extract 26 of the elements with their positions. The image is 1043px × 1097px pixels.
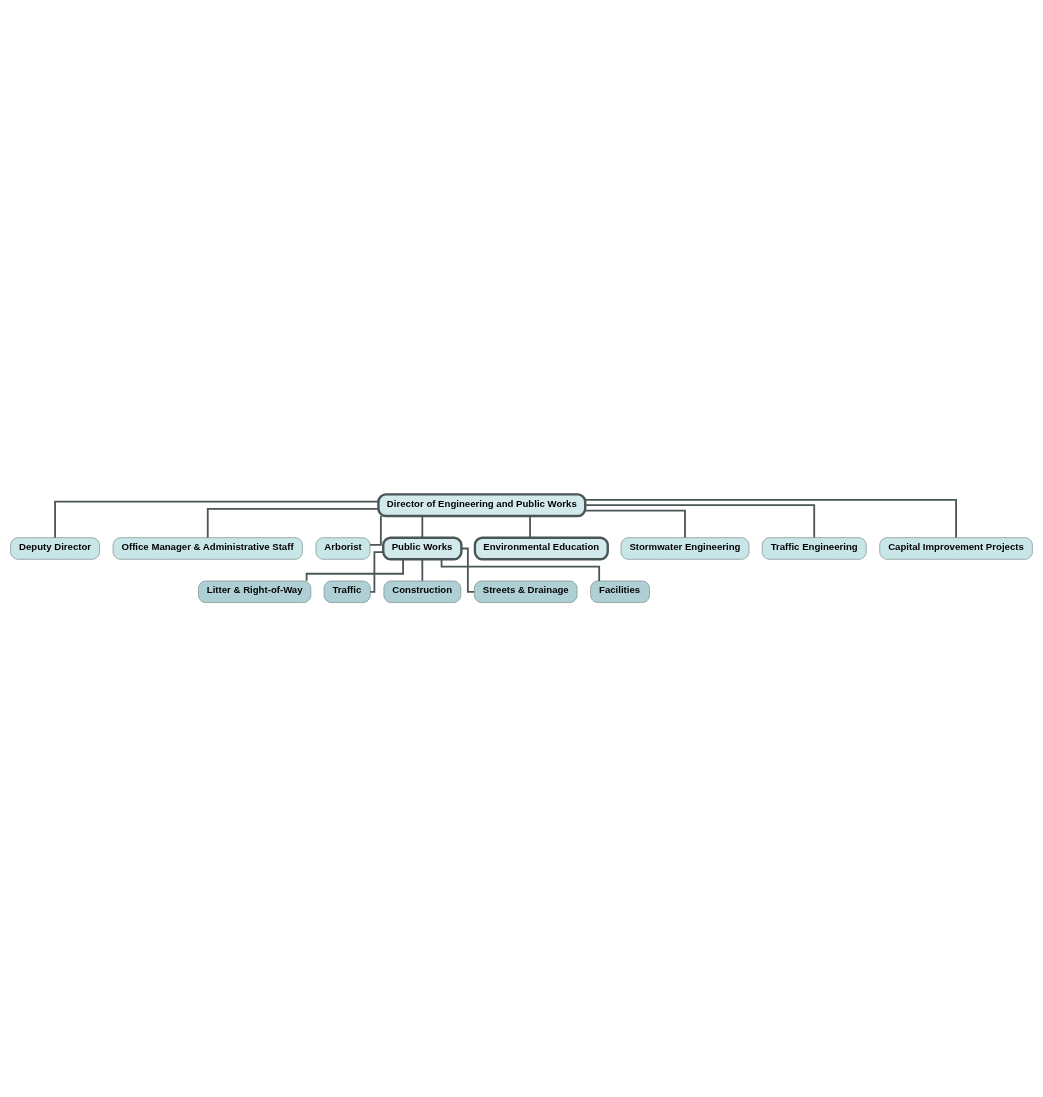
connector bbox=[54, 500, 380, 539]
node-box: Capital Improvement Projects bbox=[879, 537, 1033, 560]
node-box: Office Manager & Administrative Staff bbox=[112, 537, 303, 560]
node-box: Public Works bbox=[382, 536, 463, 561]
connector bbox=[584, 498, 957, 539]
connector bbox=[206, 507, 380, 539]
node-box: Streets & Drainage bbox=[474, 580, 578, 603]
node-box: Stormwater Engineering bbox=[620, 537, 750, 560]
connector bbox=[529, 515, 531, 539]
node-box: Litter & Right-of-Way bbox=[198, 580, 312, 603]
node-box: Deputy Director bbox=[10, 537, 100, 560]
node-box: Arborist bbox=[315, 537, 371, 560]
connector bbox=[421, 558, 424, 582]
connector bbox=[584, 504, 816, 539]
connector bbox=[369, 515, 382, 546]
node-box: Director of Engineering and Public Works bbox=[377, 493, 587, 518]
node-box: Environmental Education bbox=[473, 536, 609, 561]
connector bbox=[460, 547, 476, 593]
connector bbox=[305, 558, 404, 582]
node-box: Traffic bbox=[323, 580, 371, 603]
connector bbox=[421, 515, 424, 539]
connector bbox=[369, 551, 385, 593]
node-box: Traffic Engineering bbox=[761, 537, 867, 560]
node-box: Facilities bbox=[590, 580, 650, 603]
node-box: Construction bbox=[383, 580, 462, 603]
connector bbox=[584, 509, 686, 539]
